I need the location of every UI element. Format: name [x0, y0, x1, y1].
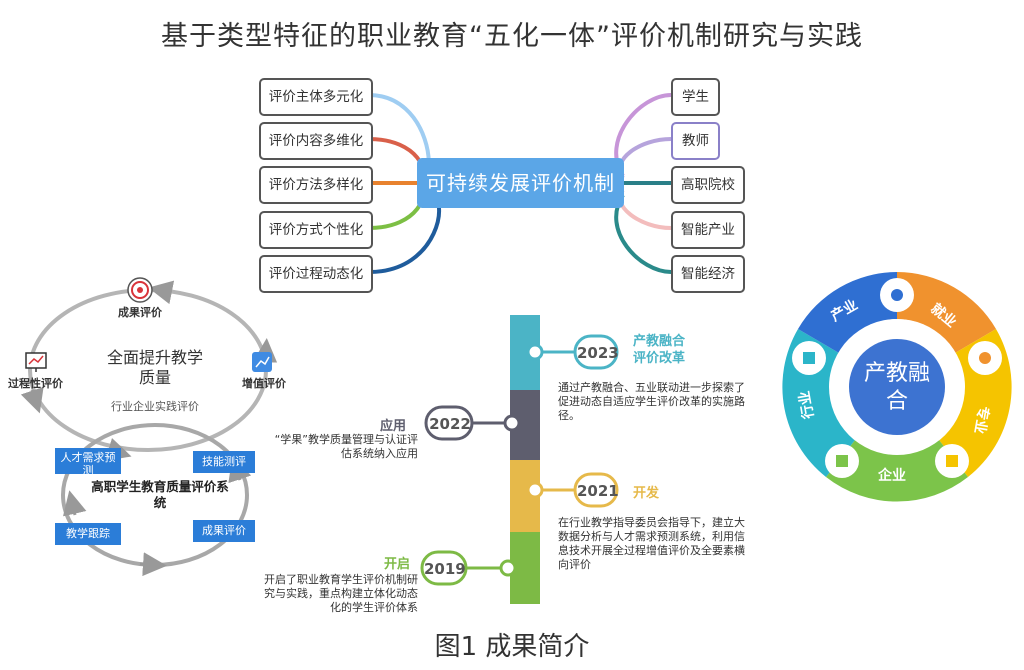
timeline-title: 产教融合评价改革 [633, 334, 686, 366]
timeline-year: 2021 [577, 482, 619, 500]
cycle-left-label: 过程性评价 [8, 377, 63, 390]
mindmap-left-node: 评价内容多维化 [259, 122, 373, 160]
timeline-text: “学果”教学质量管理与认证评估系统纳入应用 [274, 433, 418, 460]
mindmap-right-node: 教师 [671, 122, 720, 160]
timeline-year: 2019 [424, 560, 466, 578]
cycle-diagram [20, 277, 278, 577]
cycle-center-title: 全面提升教学质量 [106, 348, 203, 387]
timeline-title: 开发 [633, 486, 660, 501]
cycle-center-subtitle: 行业企业实践评价 [111, 400, 199, 413]
target-icon [127, 277, 153, 303]
mindmap-right-node: 学生 [671, 78, 720, 116]
timeline-text: 开启了职业教育学生评价机制研究与实践，重点构建立体化动态化的学生评价体系 [264, 573, 418, 614]
cycle-right-label: 增值评价 [242, 377, 286, 390]
timeline-title: 开启 [384, 557, 411, 572]
mindmap-center-node: 可持续发展评价机制 [417, 158, 624, 208]
cycle-box: 技能测评 [193, 451, 255, 473]
timeline-text: 在行业教学指导委员会指导下，建立大数据分析与人才需求预测系统，利用信息技术开展全… [558, 516, 745, 571]
timeline-title: 应用 [380, 419, 407, 434]
timeline-graphic [420, 315, 619, 604]
figure-caption: 图1 成果简介 [434, 632, 590, 662]
growth-chart-icon [252, 352, 272, 372]
cycle-box: 人才需求预测 [55, 448, 121, 477]
ring-segment-label: 企业 [878, 468, 906, 484]
timeline-text: 通过产教融合、五业联动进一步探索了促进动态自适应学生评价改革的实施路径。 [558, 381, 745, 422]
mindmap-left-node: 评价主体多元化 [259, 78, 373, 116]
mindmap-right-node: 智能经济 [671, 255, 745, 293]
monitor-chart-icon [25, 352, 47, 372]
mindmap-left-node: 评价方式个性化 [259, 211, 373, 249]
ring-diagram [782, 272, 1012, 502]
timeline-year: 2022 [429, 415, 471, 433]
cycle-top-label: 成果评价 [118, 306, 162, 319]
ring-center-label: 产教融合 [863, 361, 930, 414]
cycle-system-title: 高职学生教育质量评价系统 [91, 479, 229, 510]
mindmap-right-node: 智能产业 [671, 211, 745, 249]
page-title: 基于类型特征的职业教育“五化一体”评价机制研究与实践 [161, 21, 863, 52]
mindmap-left-node: 评价方法多样化 [259, 166, 373, 204]
mindmap-left-node: 评价过程动态化 [259, 255, 373, 293]
mindmap-right-node: 高职院校 [671, 166, 745, 204]
timeline-year: 2023 [577, 344, 619, 362]
cycle-box: 教学跟踪 [55, 523, 121, 545]
cycle-box: 成果评价 [193, 520, 255, 542]
